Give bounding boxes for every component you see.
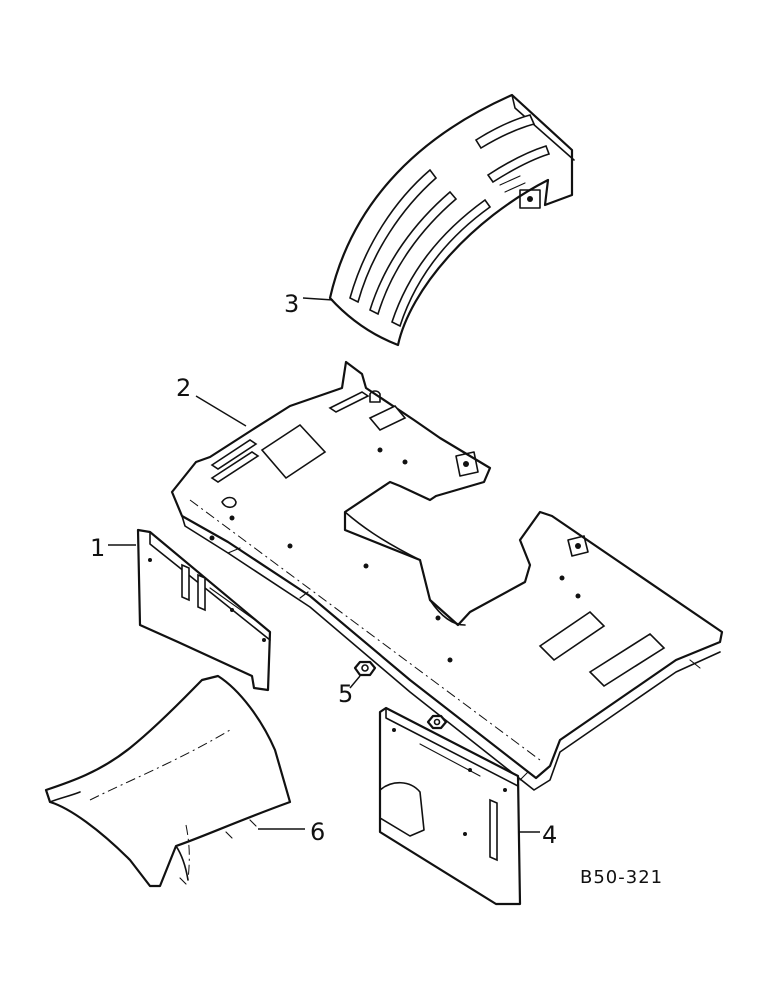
part-4-nut: [426, 714, 448, 730]
reference-code: B50-321: [580, 867, 663, 888]
callout-4: 4: [542, 821, 557, 849]
part-4-right-side-panel: [378, 706, 522, 906]
leader-5: [349, 675, 361, 689]
part-1-left-side-panel: [136, 528, 272, 692]
callout-1: 1: [90, 534, 105, 562]
part-3-curved-bracket: [328, 93, 575, 347]
part-6-curved-cover: [44, 674, 292, 888]
leader-3: [302, 297, 334, 301]
callout-5: 5: [338, 680, 353, 708]
callout-2: 2: [176, 374, 191, 402]
callout-3: 3: [284, 290, 299, 318]
callout-6: 6: [310, 818, 325, 846]
leader-2: [195, 395, 247, 427]
part-5-nut: [353, 660, 377, 677]
part-2-floor-plate: [170, 360, 724, 791]
